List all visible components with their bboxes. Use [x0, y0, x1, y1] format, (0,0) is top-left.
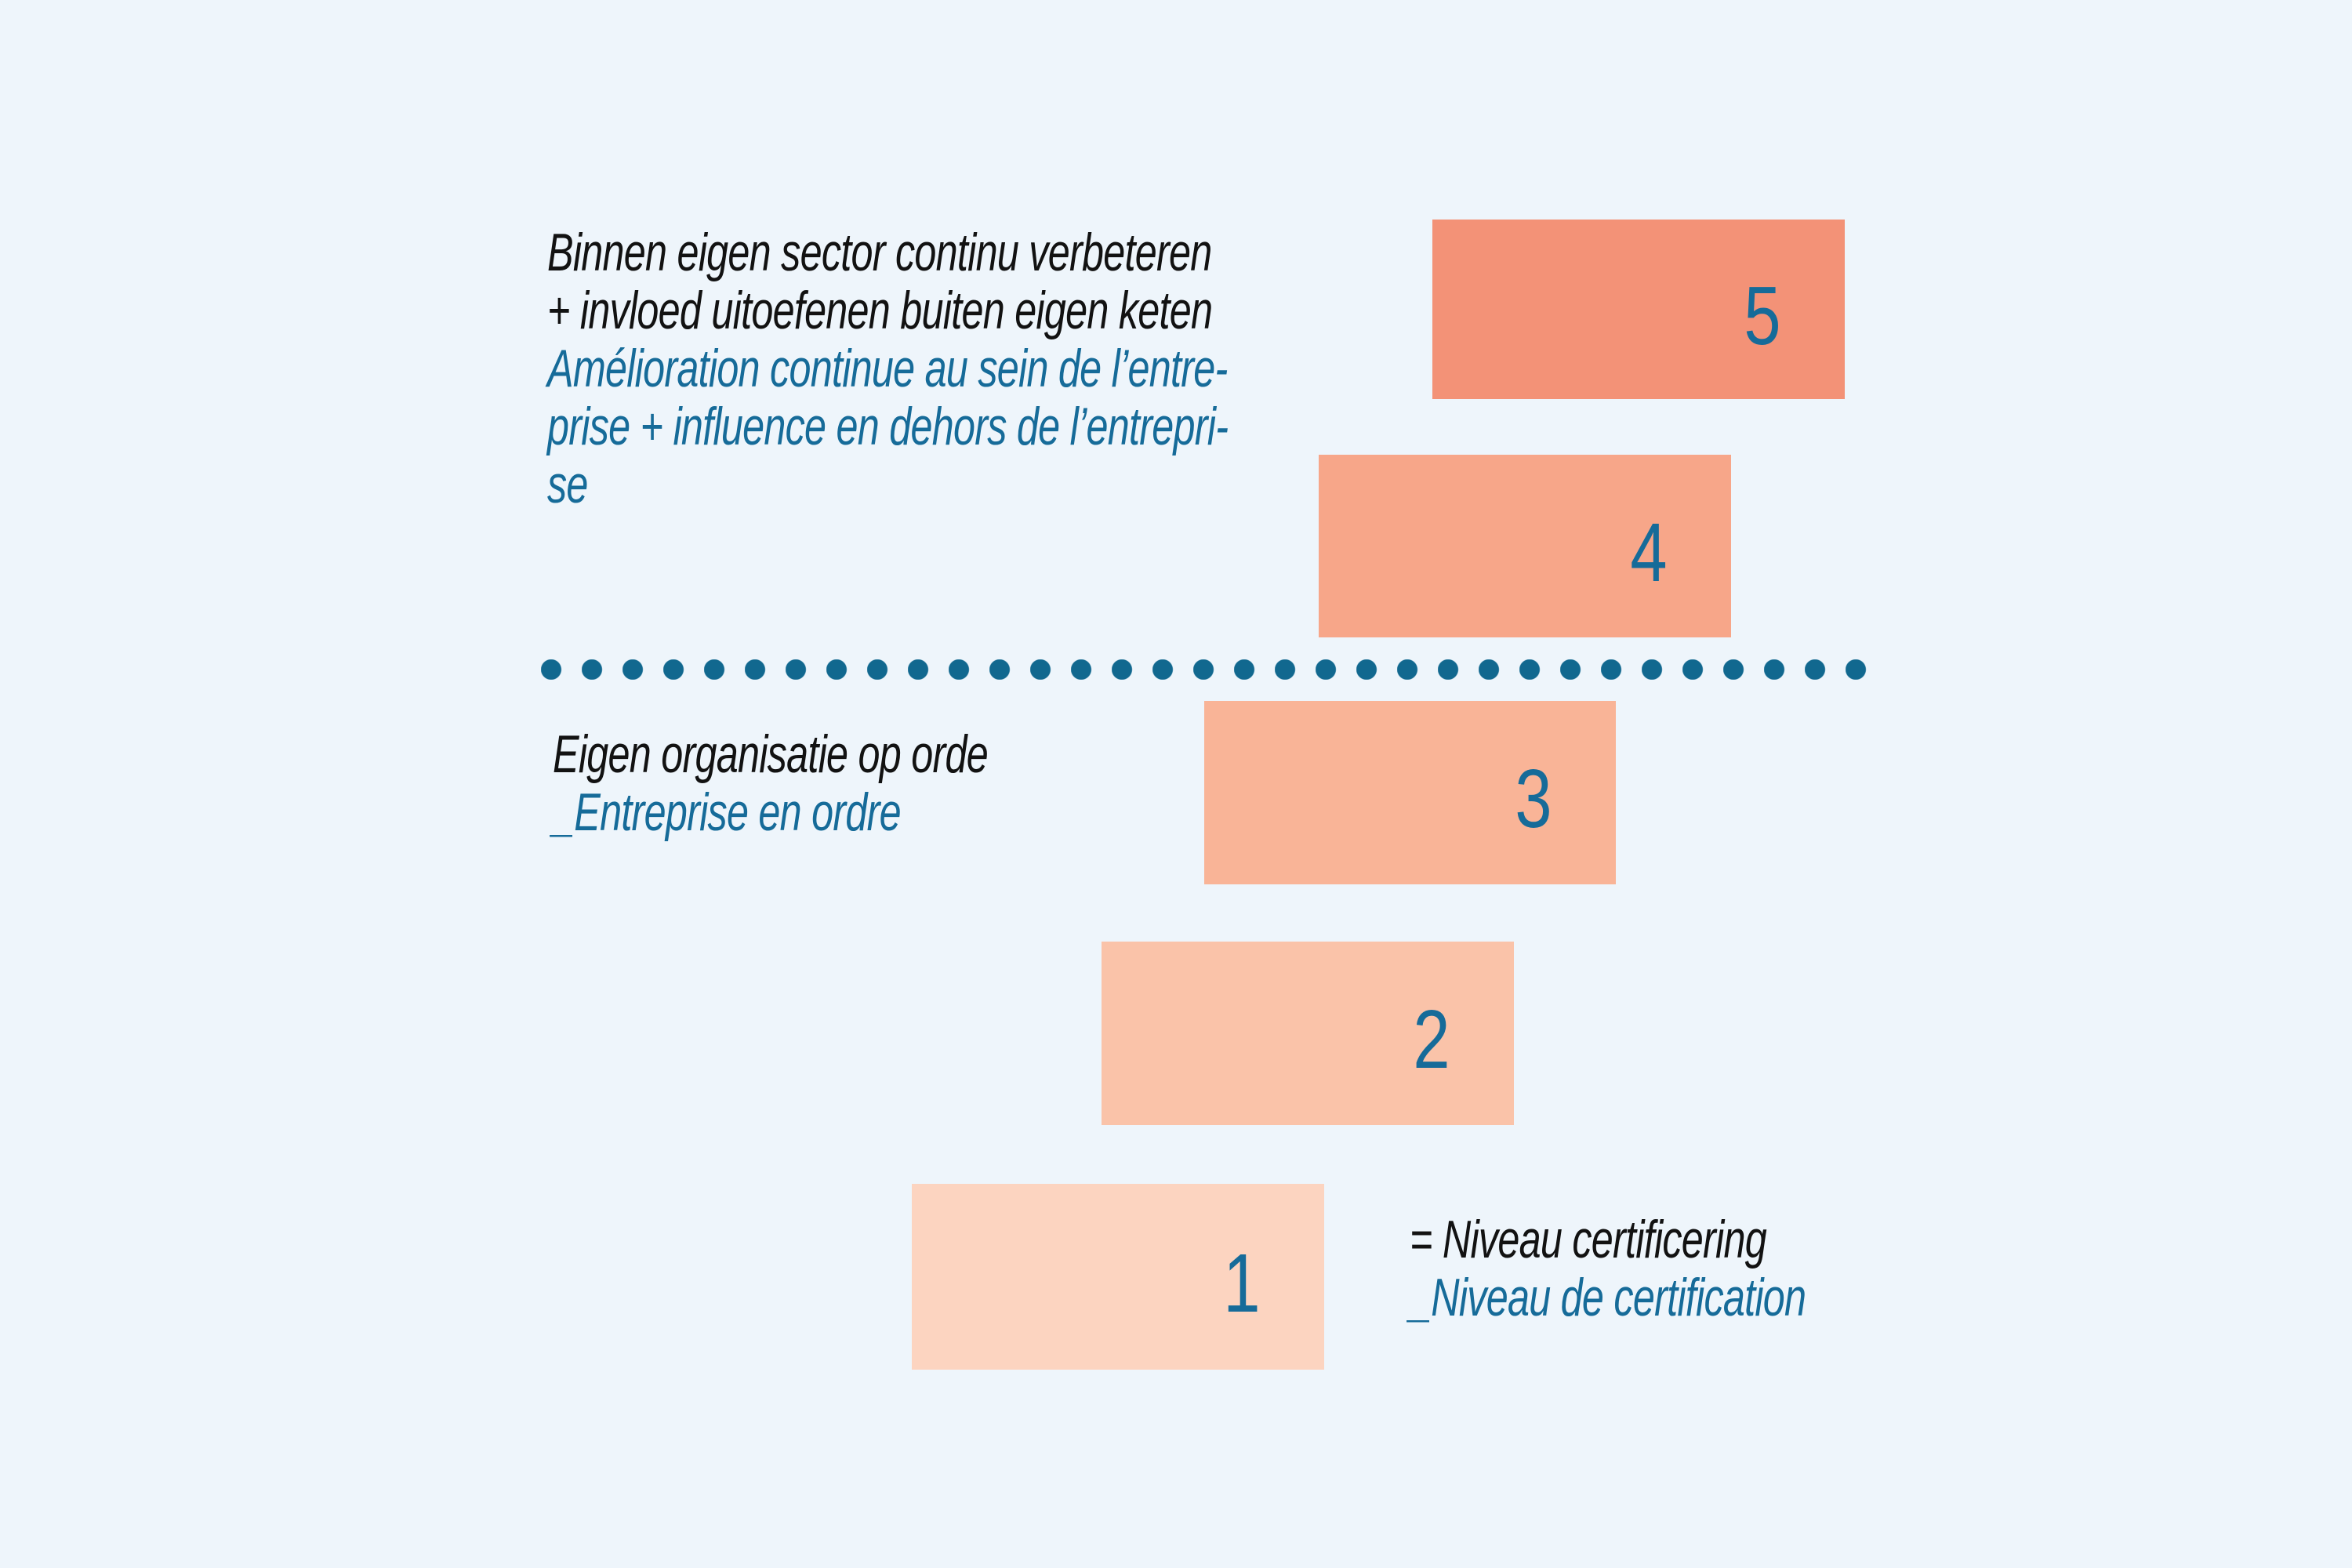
level-2-number: 2	[1413, 993, 1450, 1086]
lower-description-fr-line: _Entreprise en ordre	[553, 782, 902, 842]
upper-description-fr-line-1: Amélioration continue au sein de l’entre…	[547, 339, 1228, 398]
legend: = Niveau certificering _Niveau de certif…	[1410, 1210, 1806, 1327]
level-5-number: 5	[1744, 269, 1781, 362]
upper-description-fr-line-2: prise + influence en dehors de l’entrepr…	[547, 397, 1229, 456]
upper-description-fr-line-3: se	[547, 455, 588, 514]
upper-description-nl-line-1: Binnen eigen sector continu verbeteren	[547, 223, 1212, 282]
level-3-number: 3	[1515, 753, 1552, 845]
level-2-block: 2	[1102, 942, 1514, 1125]
level-5-block: 5	[1432, 220, 1845, 399]
lower-description-nl-line: Eigen organisatie op orde	[553, 724, 989, 784]
upper-description-nl-line-2: + invloed uitoefenen buiten eigen keten	[547, 281, 1213, 340]
certification-threshold-dotted-line	[541, 659, 1886, 680]
lower-levels-description: Eigen organisatie op orde _Entreprise en…	[553, 724, 989, 842]
upper-levels-description: Binnen eigen sector continu verbeteren +…	[547, 223, 1229, 514]
level-4-block: 4	[1319, 455, 1731, 637]
level-1-block: 1	[912, 1184, 1324, 1370]
level-4-number: 4	[1630, 506, 1668, 599]
legend-fr-line: _Niveau de certification	[1410, 1268, 1806, 1327]
level-1-number: 1	[1223, 1236, 1261, 1330]
level-3-block: 3	[1204, 701, 1616, 884]
legend-nl-line: = Niveau certificering	[1410, 1210, 1767, 1269]
